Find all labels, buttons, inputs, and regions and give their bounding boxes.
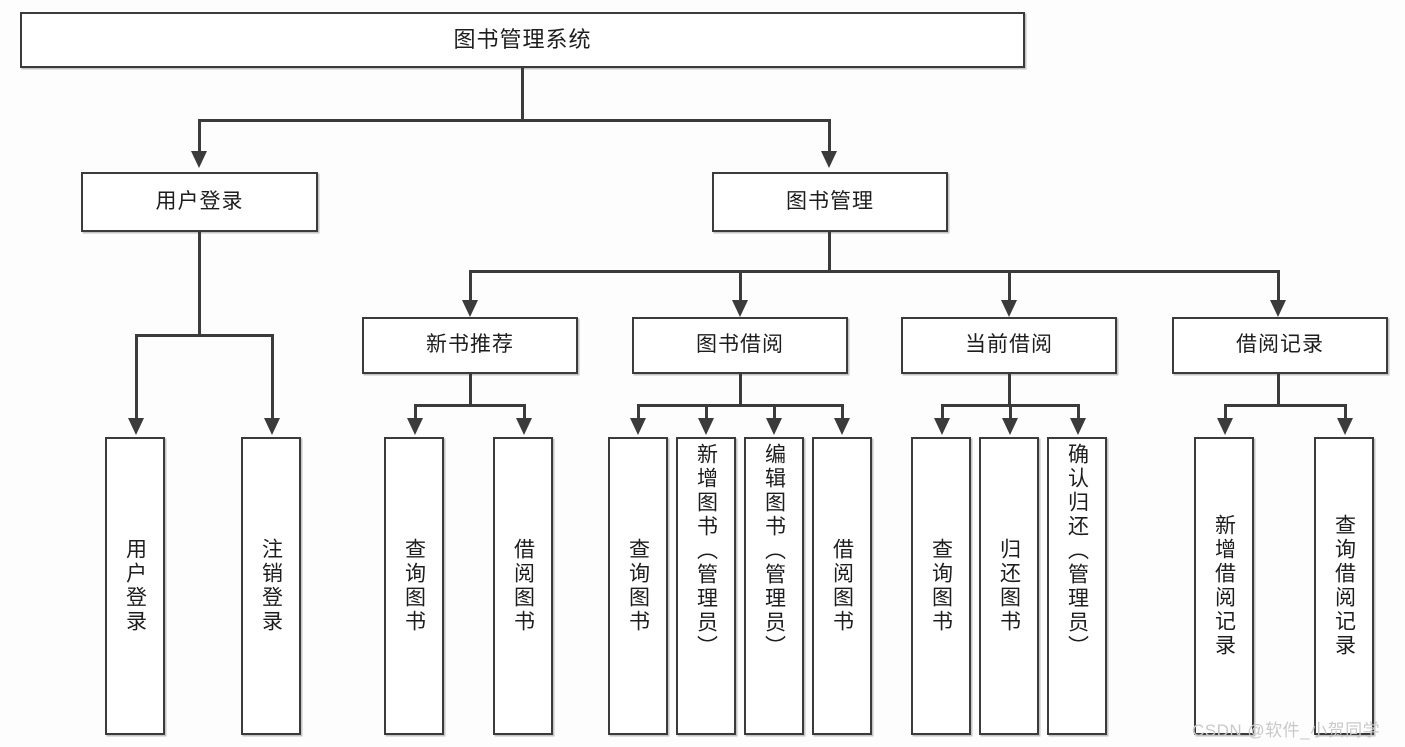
node-current-borrow[interactable]: 当前借阅 — [901, 317, 1117, 374]
node-user-login[interactable]: 用户登录 — [81, 172, 318, 232]
edge-to-book-borrow — [739, 270, 742, 302]
node-label: 用户登录 — [123, 538, 147, 634]
arrowhead-book-manage — [821, 151, 837, 168]
node-label: 注销登录 — [259, 538, 283, 634]
edge-book-borrow-bus — [637, 404, 843, 407]
edge-tier3-bus — [469, 270, 1279, 273]
node-book-borrow[interactable]: 图书借阅 — [632, 317, 848, 374]
arrowhead-borrow-record — [1270, 300, 1286, 317]
edge-cb-leaf-1 — [941, 404, 944, 420]
edge-to-borrow-record — [1277, 270, 1280, 302]
arrowhead-br-leaf-1 — [1217, 418, 1233, 435]
node-label: 查询图书 — [402, 538, 426, 634]
node-label: 编辑图书（管理员） — [762, 443, 786, 659]
node-book-management[interactable]: 图书管理 — [712, 172, 948, 232]
edge-current-borrow-stem — [1008, 374, 1011, 406]
arrowhead-bb-leaf-2 — [698, 418, 714, 435]
edge-new-book-leaf-1 — [414, 404, 417, 420]
edge-to-current-borrow — [1008, 270, 1011, 302]
edge-bb-leaf-2 — [705, 404, 708, 420]
node-label: 新增图书（管理员） — [694, 443, 718, 659]
node-label: 查询图书 — [626, 538, 650, 634]
leaf-nb-borrow-book[interactable]: 借阅图书 — [493, 437, 553, 735]
edge-br-leaf-1 — [1224, 404, 1227, 420]
leaf-cb-return-book[interactable]: 归还图书 — [979, 437, 1039, 735]
edge-tier2-bus — [198, 119, 830, 122]
leaf-logout[interactable]: 注销登录 — [241, 437, 301, 735]
leaf-nb-query-book[interactable]: 查询图书 — [384, 437, 444, 735]
arrowhead-leaf-user-login — [128, 418, 144, 435]
node-label: 图书管理 — [786, 189, 874, 213]
arrowhead-bb-leaf-4 — [834, 418, 850, 435]
node-label: 当前借阅 — [965, 333, 1053, 357]
node-label: 新书推荐 — [426, 333, 514, 357]
node-label: 归还图书 — [997, 538, 1021, 634]
leaf-br-query-record[interactable]: 查询借阅记录 — [1314, 437, 1374, 735]
node-label: 图书借阅 — [696, 333, 784, 357]
edge-user-login-leaf-1 — [135, 334, 138, 420]
arrowhead-br-leaf-2 — [1337, 418, 1353, 435]
node-borrow-record[interactable]: 借阅记录 — [1172, 317, 1388, 374]
arrowhead-cb-leaf-3 — [1070, 418, 1086, 435]
edge-book-manage-stem — [828, 232, 831, 272]
node-label: 确认归还（管理员） — [1065, 443, 1089, 659]
leaf-bb-add-book-admin[interactable]: 新增图书（管理员） — [676, 437, 736, 735]
arrowhead-leaf-logout — [264, 418, 280, 435]
leaf-bb-borrow-book[interactable]: 借阅图书 — [812, 437, 872, 735]
node-label: 图书管理系统 — [453, 27, 592, 53]
edge-user-login-bus — [135, 334, 273, 337]
arrowhead-current-borrow — [1001, 300, 1017, 317]
leaf-br-add-record[interactable]: 新增借阅记录 — [1194, 437, 1254, 735]
node-label: 新增借阅记录 — [1212, 514, 1236, 658]
edge-to-book-manage — [828, 119, 831, 153]
arrowhead-bb-leaf-3 — [766, 418, 782, 435]
edge-cb-leaf-3 — [1077, 404, 1080, 420]
arrowhead-new-book — [462, 300, 478, 317]
arrowhead-nb-leaf-1 — [407, 418, 423, 435]
arrowhead-cb-leaf-2 — [1002, 418, 1018, 435]
leaf-cb-query-book[interactable]: 查询图书 — [911, 437, 971, 735]
edge-br-leaf-2 — [1344, 404, 1347, 420]
edge-bb-leaf-3 — [773, 404, 776, 420]
node-label: 借阅记录 — [1236, 333, 1324, 357]
leaf-bb-query-book[interactable]: 查询图书 — [608, 437, 668, 735]
edge-book-borrow-stem — [739, 374, 742, 406]
node-new-book-recommend[interactable]: 新书推荐 — [362, 317, 578, 374]
edge-to-user-login — [198, 119, 201, 153]
leaf-bb-edit-book-admin[interactable]: 编辑图书（管理员） — [744, 437, 804, 735]
leaf-cb-confirm-return-admin[interactable]: 确认归还（管理员） — [1047, 437, 1107, 735]
node-label: 借阅图书 — [830, 538, 854, 634]
edge-to-new-book — [469, 270, 472, 302]
node-label: 借阅图书 — [511, 538, 535, 634]
edge-bb-leaf-4 — [841, 404, 844, 420]
edge-borrow-record-bus — [1224, 404, 1346, 407]
csdn-watermark: CSDN @软件_小贺同学 — [1192, 721, 1381, 740]
node-label: 查询借阅记录 — [1332, 514, 1356, 658]
edge-bb-leaf-1 — [637, 404, 640, 420]
edge-user-login-leaf-2 — [271, 334, 274, 420]
node-label: 查询图书 — [929, 538, 953, 634]
node-root-system[interactable]: 图书管理系统 — [20, 12, 1025, 68]
edge-new-book-bus — [414, 404, 526, 407]
arrowhead-book-borrow — [732, 300, 748, 317]
edge-borrow-record-stem — [1277, 374, 1280, 406]
arrowhead-user-login — [191, 151, 207, 168]
edge-new-book-leaf-2 — [523, 404, 526, 420]
node-label: 用户登录 — [155, 189, 244, 213]
edge-new-book-stem — [469, 374, 472, 406]
arrowhead-nb-leaf-2 — [516, 418, 532, 435]
edge-root-stem — [521, 68, 524, 121]
leaf-user-login[interactable]: 用户登录 — [105, 437, 165, 735]
arrowhead-cb-leaf-1 — [934, 418, 950, 435]
edge-cb-leaf-2 — [1009, 404, 1012, 420]
edge-user-login-stem — [198, 232, 201, 336]
arrowhead-bb-leaf-1 — [630, 418, 646, 435]
